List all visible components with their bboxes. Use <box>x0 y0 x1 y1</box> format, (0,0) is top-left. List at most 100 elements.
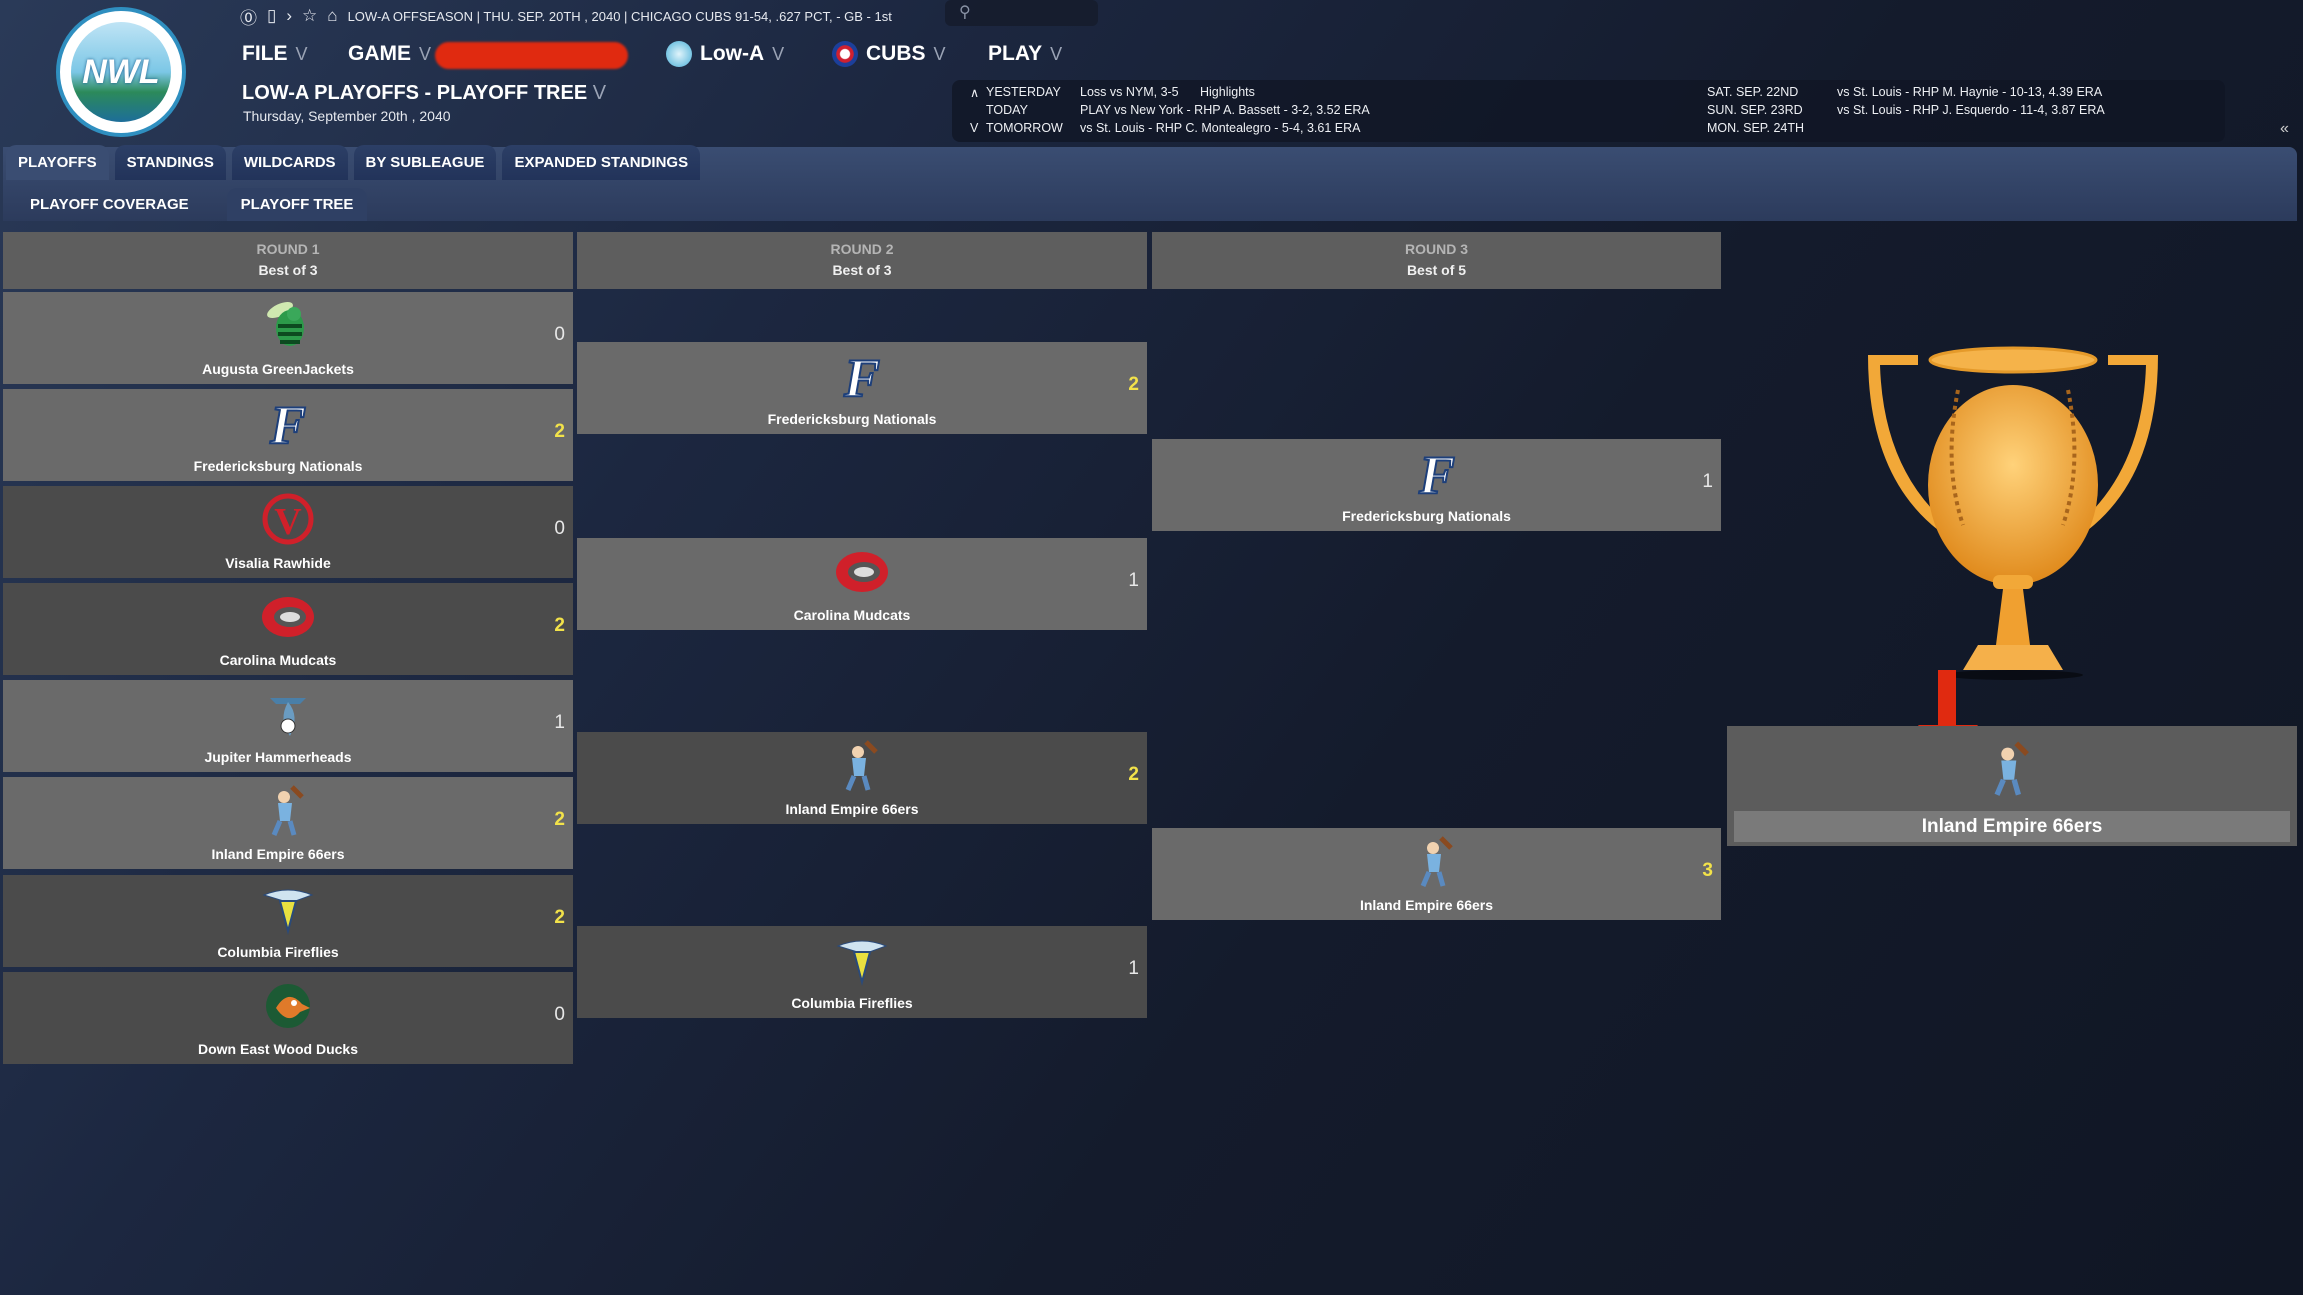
svg-text:F: F <box>1417 445 1454 499</box>
schedule-panel: ∧ YESTERDAY Loss vs NYM, 3-5 Highlights … <box>952 80 2225 142</box>
league-menu[interactable]: Low-A V <box>666 38 784 70</box>
team-cell[interactable]: Carolina Mudcats 2 <box>3 583 573 675</box>
cubs-badge-icon <box>832 41 858 67</box>
schedule-date: SUN. SEP. 23RD <box>1707 103 1803 117</box>
subtab-playoff-tree[interactable]: PLAYOFF TREE <box>226 188 368 221</box>
league-logo[interactable]: NWL <box>56 7 186 137</box>
tab-by-subleague[interactable]: BY SUBLEAGUE <box>353 145 497 180</box>
chevron-down-icon: V <box>772 43 785 64</box>
series-wins: 0 <box>554 324 565 345</box>
subtab-bar: PLAYOFF COVERAGE PLAYOFF TREE <box>16 188 368 221</box>
page-date: Thursday, September 20th , 2040 <box>243 108 451 124</box>
firefly-logo-icon <box>834 932 890 986</box>
tab-expanded-standings[interactable]: EXPANDED STANDINGS <box>502 145 701 180</box>
trophy-icon <box>1868 346 2158 680</box>
round-title: ROUND 2 <box>830 241 894 257</box>
search-input[interactable]: ⚲ <box>945 0 1098 26</box>
redaction-mark <box>435 42 628 69</box>
today-game[interactable]: PLAY vs New York - RHP A. Bassett - 3-2,… <box>1080 103 1370 117</box>
page-icon[interactable]: ▯ <box>267 6 277 25</box>
round-title: ROUND 1 <box>256 241 320 257</box>
team-label: CUBS <box>866 42 926 65</box>
series-wins: 2 <box>554 809 565 830</box>
tab-playoffs[interactable]: PLAYOFFS <box>6 145 109 180</box>
file-menu[interactable]: FILE V <box>242 38 308 70</box>
f-script-logo-icon: F <box>260 394 316 456</box>
woodduck-logo-icon <box>260 978 316 1032</box>
game-label: GAME <box>348 42 411 65</box>
team-name: Visalia Rawhide <box>225 555 331 571</box>
team-cell[interactable]: Augusta GreenJackets 0 <box>3 292 573 384</box>
f-script-logo-icon: F <box>834 347 890 409</box>
highlights-link[interactable]: Highlights <box>1200 85 1255 99</box>
svg-text:F: F <box>269 395 306 449</box>
svg-text:F: F <box>843 348 880 402</box>
league-logo-text: NWL <box>71 22 171 122</box>
tab-standings[interactable]: STANDINGS <box>114 145 226 180</box>
series-wins: 1 <box>1128 570 1139 591</box>
firefly-logo-icon <box>260 881 316 935</box>
search-icon: ⚲ <box>959 4 971 21</box>
team-name: Carolina Mudcats <box>219 652 337 668</box>
tab-wildcards[interactable]: WILDCARDS <box>231 145 348 180</box>
page-title-text: LOW-A PLAYOFFS - PLAYOFF TREE <box>242 82 588 104</box>
series-wins: 2 <box>554 421 565 442</box>
team-menu[interactable]: CUBS V <box>832 38 946 70</box>
forward-icon[interactable]: › <box>286 6 293 25</box>
chevron-down-icon: V <box>295 43 308 64</box>
66ers-logo-icon <box>1409 834 1465 888</box>
team-name: Augusta GreenJackets <box>202 361 354 377</box>
back-icon[interactable]: ⓪ <box>240 8 257 28</box>
team-cell[interactable]: Carolina Mudcats 1 <box>577 538 1147 630</box>
team-name: Carolina Mudcats <box>793 607 911 623</box>
schedule-game: vs St. Louis - RHP M. Haynie - 10-13, 4.… <box>1837 85 2103 99</box>
play-menu[interactable]: PLAY V <box>988 38 1062 70</box>
play-label: PLAY <box>988 42 1043 65</box>
file-label: FILE <box>242 42 288 65</box>
series-wins: 2 <box>554 907 565 928</box>
collapse-icon[interactable]: « <box>2280 120 2289 137</box>
series-wins: 3 <box>1702 860 1713 881</box>
series-wins: 1 <box>1702 471 1713 492</box>
subtab-playoff-coverage[interactable]: PLAYOFF COVERAGE <box>30 196 189 213</box>
top-nav: ⓪ ▯ › ☆ ⌂ LOW-A OFFSEASON | THU. SEP. 20… <box>240 4 892 28</box>
team-cell[interactable]: F Fredericksburg Nationals 2 <box>3 389 573 481</box>
champion-logo <box>1982 732 2042 804</box>
tab-bar: PLAYOFFS STANDINGS WILDCARDS BY SUBLEAGU… <box>6 145 701 180</box>
champion-card[interactable]: Inland Empire 66ers <box>1727 726 2297 846</box>
team-name: Inland Empire 66ers <box>1359 897 1494 913</box>
star-icon[interactable]: ☆ <box>302 6 318 25</box>
f-script-logo-icon: F <box>1409 444 1465 506</box>
hammerhead-logo-icon <box>260 686 316 740</box>
tomorrow-game: vs St. Louis - RHP C. Montealegro - 5-4,… <box>1080 121 1361 135</box>
mudcat-logo-icon <box>260 589 316 643</box>
page-title[interactable]: LOW-A PLAYOFFS - PLAYOFF TREE V <box>242 82 606 105</box>
tomorrow-label: TOMORROW <box>986 121 1063 135</box>
chevron-down-icon: V <box>1050 43 1063 64</box>
league-label: Low-A <box>700 42 765 65</box>
round-series-length: Best of 5 <box>1406 262 1467 278</box>
chevron-down-icon[interactable]: V <box>970 121 979 135</box>
greenjacket-logo-icon <box>260 298 316 352</box>
home-icon[interactable]: ⌂ <box>327 6 338 25</box>
series-wins: 1 <box>554 712 565 733</box>
series-wins: 2 <box>554 615 565 636</box>
66ers-logo-icon <box>834 738 890 792</box>
chevron-down-icon: V <box>933 43 946 64</box>
team-cell[interactable]: Inland Empire 66ers 3 <box>1152 828 1721 920</box>
team-name: Fredericksburg Nationals <box>193 458 363 474</box>
chevron-up-icon[interactable]: ∧ <box>970 86 980 100</box>
series-wins: 0 <box>554 518 565 539</box>
